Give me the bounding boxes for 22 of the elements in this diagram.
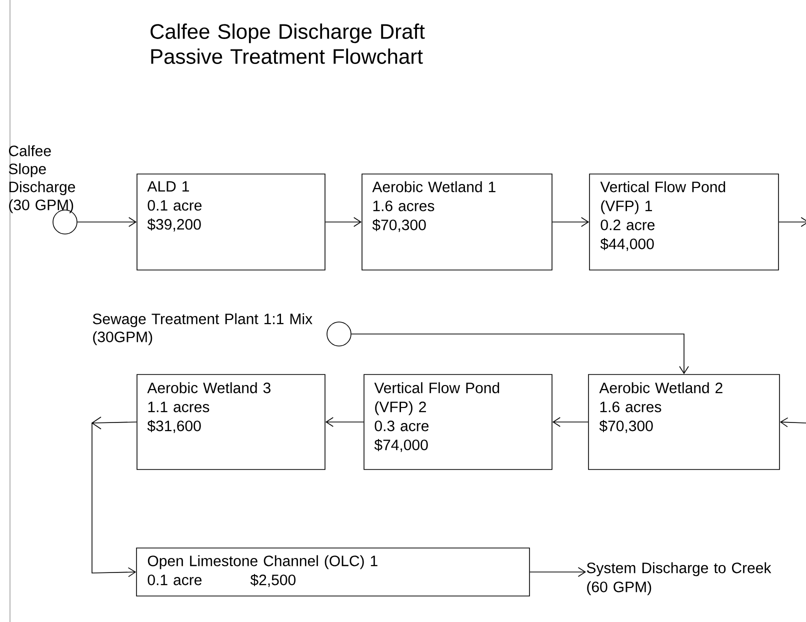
arrow (552, 417, 588, 427)
arrow (351, 334, 689, 374)
arrow (530, 567, 586, 577)
process-box: Open Limestone Channel (OLC) 1 0.1 acre $2,500 (136, 548, 530, 596)
process-box: Aerobic Wetland 1 1.6 acres $70,300 (362, 174, 552, 270)
arrow (552, 217, 590, 227)
arrow (91, 416, 137, 578)
outlet-text: System Discharge to Creek (60 GPM) (586, 562, 772, 596)
arrow (325, 417, 364, 427)
arrow (778, 217, 806, 227)
process-box: Aerobic Wetland 3 1.1 acres $31,600 (136, 374, 326, 470)
process-box: Vertical Flow Pond (VFP) 1 0.2 acre $44,000 (589, 174, 779, 270)
arrow (77, 217, 137, 227)
process-box: Vertical Flow Pond (VFP) 2 0.3 acre $74,000 (364, 374, 552, 470)
source-circle (326, 322, 352, 346)
arrow (780, 417, 806, 428)
source-label: Calfee Slope Discharge (30 GPM) (8, 145, 76, 214)
process-box: ALD 1 0.1 acre $39,200 (136, 174, 326, 270)
source-label: Sewage Treatment Plant 1:1 Mix (30GPM) (92, 313, 312, 346)
title: Calfee Slope Discharge Draft Passive Treatment Flowchart (150, 24, 425, 64)
arrow (325, 217, 362, 227)
process-box: Aerobic Wetland 2 1.6 acres $70,300 (588, 374, 780, 470)
